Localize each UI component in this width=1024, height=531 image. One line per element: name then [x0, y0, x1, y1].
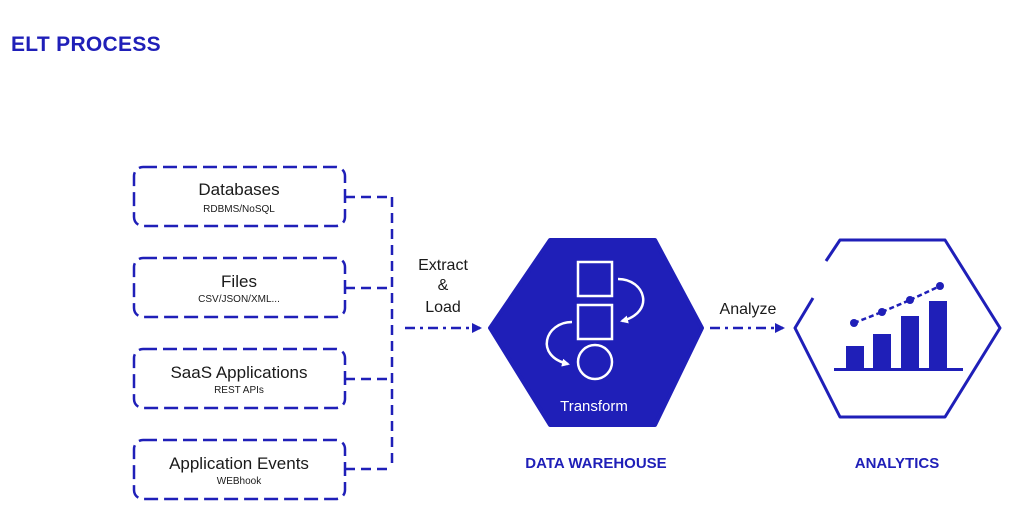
- source-box-files: Files CSV/JSON/XML...: [132, 256, 347, 319]
- transform-squares-icon: [545, 260, 645, 381]
- source-sub: RDBMS/NoSQL: [203, 204, 275, 215]
- source-name: Files: [221, 272, 257, 291]
- source-sub: WEBhook: [217, 476, 262, 487]
- extract-amp-label: &: [438, 277, 449, 294]
- source-sub: CSV/JSON/XML...: [198, 294, 280, 305]
- source-name: Application Events: [169, 454, 309, 473]
- source-connectors: [345, 195, 394, 471]
- data-warehouse-caption: DATA WAREHOUSE: [525, 455, 666, 472]
- source-box-saas: SaaS Applications REST APIs: [132, 347, 347, 410]
- bar-chart-icon: [834, 301, 963, 371]
- analytics-caption: ANALYTICS: [855, 455, 939, 472]
- trend-line-icon: [850, 282, 944, 327]
- analytics-node: [793, 238, 1002, 419]
- extract-label: Extract: [418, 257, 468, 274]
- data-warehouse-node: Transform: [488, 238, 704, 427]
- source-name: Databases: [198, 180, 279, 199]
- source-sub: REST APIs: [214, 385, 264, 396]
- source-name: SaaS Applications: [170, 363, 307, 382]
- transform-label: Transform: [560, 398, 628, 415]
- source-box-events: Application Events WEBhook: [132, 438, 347, 501]
- analyze-label: Analyze: [720, 301, 777, 318]
- source-box-databases: Databases RDBMS/NoSQL: [132, 165, 347, 228]
- load-label: Load: [425, 299, 461, 316]
- page-title: ELT PROCESS: [11, 33, 161, 56]
